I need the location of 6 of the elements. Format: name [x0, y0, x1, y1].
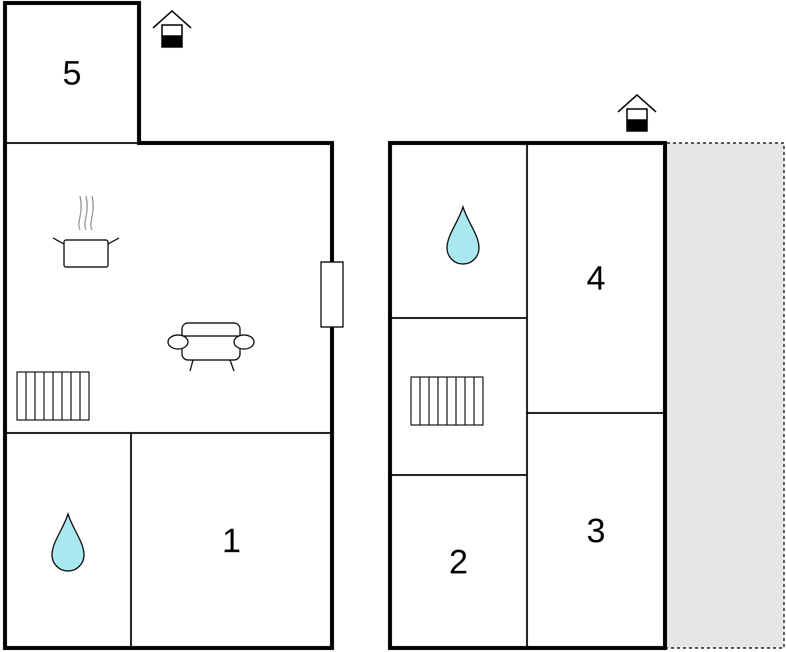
room: 1 [130, 432, 333, 649]
room: 4 [526, 142, 666, 414]
node-label: 5 [64, 61, 80, 85]
terrace-area [664, 142, 785, 649]
room: 3 [526, 412, 666, 649]
room: 2 [389, 474, 528, 649]
